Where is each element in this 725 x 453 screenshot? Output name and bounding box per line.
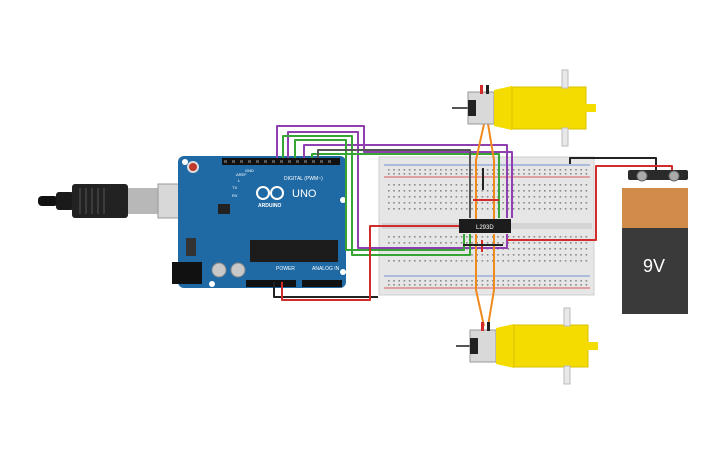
power-header-label: POWER	[276, 266, 295, 272]
battery-9v[interactable]: 9V	[622, 170, 688, 314]
arduino-logo-icon	[256, 186, 284, 200]
digital-header-label: DIGITAL (PWM~)	[284, 176, 323, 182]
l293d-chip[interactable]: L293D	[459, 219, 511, 233]
chip-label: L293D	[476, 225, 494, 231]
battery-label: 9V	[643, 256, 665, 276]
rx-label: RX	[232, 193, 238, 198]
l-led-label: L	[238, 178, 241, 183]
analog-header-label: ANALOG IN	[312, 266, 340, 272]
reset-button[interactable]	[187, 161, 199, 173]
arduino-brand-text: ARDUINO	[258, 203, 281, 209]
motor-top[interactable]	[452, 69, 596, 147]
motor-bottom[interactable]	[456, 307, 598, 385]
wires	[273, 123, 673, 327]
aref-label: AREF	[236, 172, 247, 177]
usb-cable[interactable]	[38, 183, 203, 219]
uno-logo-text: UNO	[292, 188, 317, 200]
tx-label: TX	[232, 185, 237, 190]
arduino-uno-board[interactable]: DIGITAL (PWM~) AREF GND UNO ARDUINO TX R…	[172, 156, 346, 288]
gnd-label: GND	[245, 168, 254, 173]
microcontroller-chip	[250, 240, 338, 262]
